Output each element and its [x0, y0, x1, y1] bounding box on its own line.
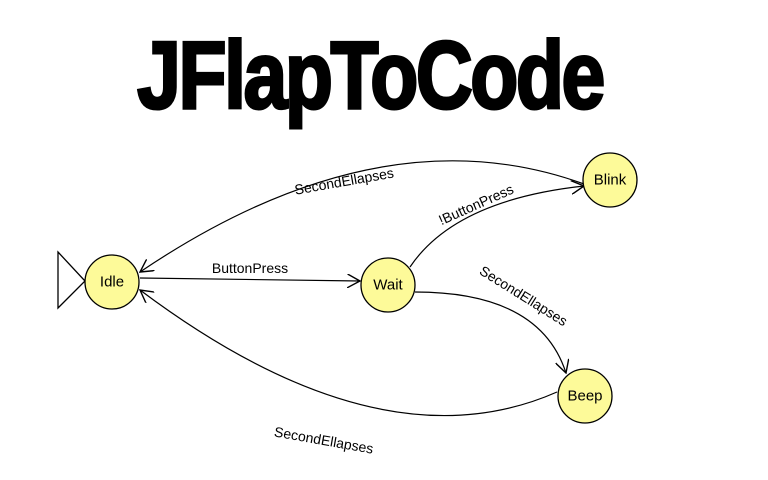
edge-label-wait-beep: SecondEllapses: [477, 262, 571, 329]
state-beep[interactable]: Beep: [557, 368, 613, 424]
initial-state-marker: [57, 250, 86, 310]
edge-blink-idle[interactable]: [140, 160, 585, 272]
state-label-idle: Idle: [100, 274, 124, 291]
edge-wait-beep[interactable]: [414, 291, 566, 373]
page-title: JFlapToCode: [136, 22, 607, 129]
edge-wait-blink[interactable]: [409, 186, 584, 268]
state-label-wait: Wait: [373, 277, 403, 294]
edge-label-blink-idle: SecondEllapses: [293, 164, 395, 197]
edge-label-wait-blink: !ButtonPress: [436, 181, 516, 228]
edge-idle-wait[interactable]: [139, 278, 360, 281]
state-wait[interactable]: Wait: [360, 257, 416, 313]
state-blink[interactable]: Blink: [582, 152, 638, 208]
edge-beep-idle[interactable]: [140, 290, 558, 417]
state-idle[interactable]: Idle: [84, 254, 140, 310]
edge-label-idle-wait: ButtonPress: [212, 260, 288, 276]
edge-label-beep-idle: SecondEllapses: [273, 423, 375, 456]
state-label-beep: Beep: [567, 388, 602, 405]
state-label-blink: Blink: [594, 172, 627, 189]
